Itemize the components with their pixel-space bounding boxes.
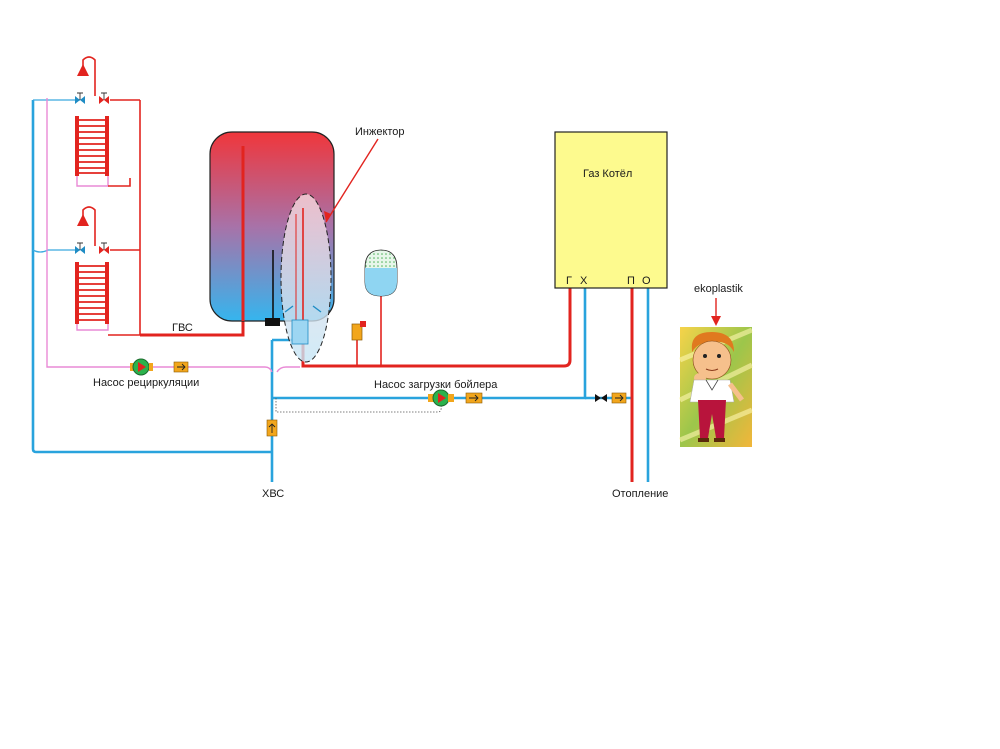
- character-illustration: [678, 327, 754, 447]
- recirc-lower-link: [76, 324, 109, 331]
- valve-icon: [75, 92, 85, 104]
- gas-boiler: [554, 131, 668, 289]
- radiator-icon: [75, 116, 109, 176]
- storage-tank: [209, 131, 335, 363]
- label-gas-boiler: Газ Котёл: [583, 168, 632, 180]
- recirc-to-tank: [276, 366, 300, 373]
- pump-control-line: [275, 398, 442, 413]
- filter-icon: [266, 419, 278, 437]
- injector-callout-arrow: [324, 211, 331, 222]
- label-gvs: ГВС: [172, 322, 193, 334]
- valve-icon: [99, 92, 109, 104]
- filter-icon: [611, 392, 627, 404]
- safety-valve-icon: [351, 321, 366, 341]
- recirc-to-main: [188, 366, 273, 373]
- upper-shower-arm: [82, 56, 96, 96]
- hot-upper-radiator-link: [108, 178, 131, 187]
- label-boiler-pump: Насос загрузки бойлера: [374, 379, 498, 391]
- upper-fixture: [75, 64, 109, 176]
- lower-fixture: [75, 214, 109, 324]
- hot-water-network: [82, 56, 634, 482]
- injector-fitting: [291, 319, 309, 345]
- injector-callout-line: [325, 138, 379, 223]
- lower-shower-arm: [82, 206, 96, 246]
- radiator-icon: [75, 262, 109, 324]
- valve-icon: [75, 242, 85, 254]
- port-label-p: П: [627, 275, 635, 287]
- recirc-upper-link: [76, 176, 109, 187]
- expansion-tank-icon: [364, 249, 398, 297]
- port-label-g: Г: [566, 275, 572, 287]
- cold-riser-left: [31, 100, 272, 454]
- label-heating: Отопление: [612, 488, 668, 500]
- tank-drain-plug: [265, 318, 280, 326]
- boiler-supply-to-injector: [301, 200, 572, 368]
- brand-label: ekoplastik: [694, 283, 743, 295]
- filter-icon: [465, 392, 483, 404]
- recirc-left-riser: [46, 98, 130, 368]
- shower-icon: [77, 64, 89, 76]
- brand-arrow: [711, 316, 721, 326]
- cold-lower-shower-feed: [32, 249, 80, 253]
- cold-water-network: [31, 99, 650, 482]
- filter-icon: [173, 361, 189, 373]
- label-hvs: ХВС: [262, 488, 284, 500]
- port-label-x: Х: [580, 275, 588, 287]
- port-label-o: О: [642, 275, 651, 287]
- shower-icon: [77, 214, 89, 226]
- valve-icon: [99, 242, 109, 254]
- label-recirc-pump: Насос рециркуляции: [93, 377, 199, 389]
- boiler-pump-icon: [428, 389, 454, 407]
- label-injector: Инжектор: [355, 126, 405, 138]
- valve-icon: [595, 394, 607, 402]
- recirculation-network: [46, 98, 300, 373]
- recirc-pump-icon: [130, 358, 153, 376]
